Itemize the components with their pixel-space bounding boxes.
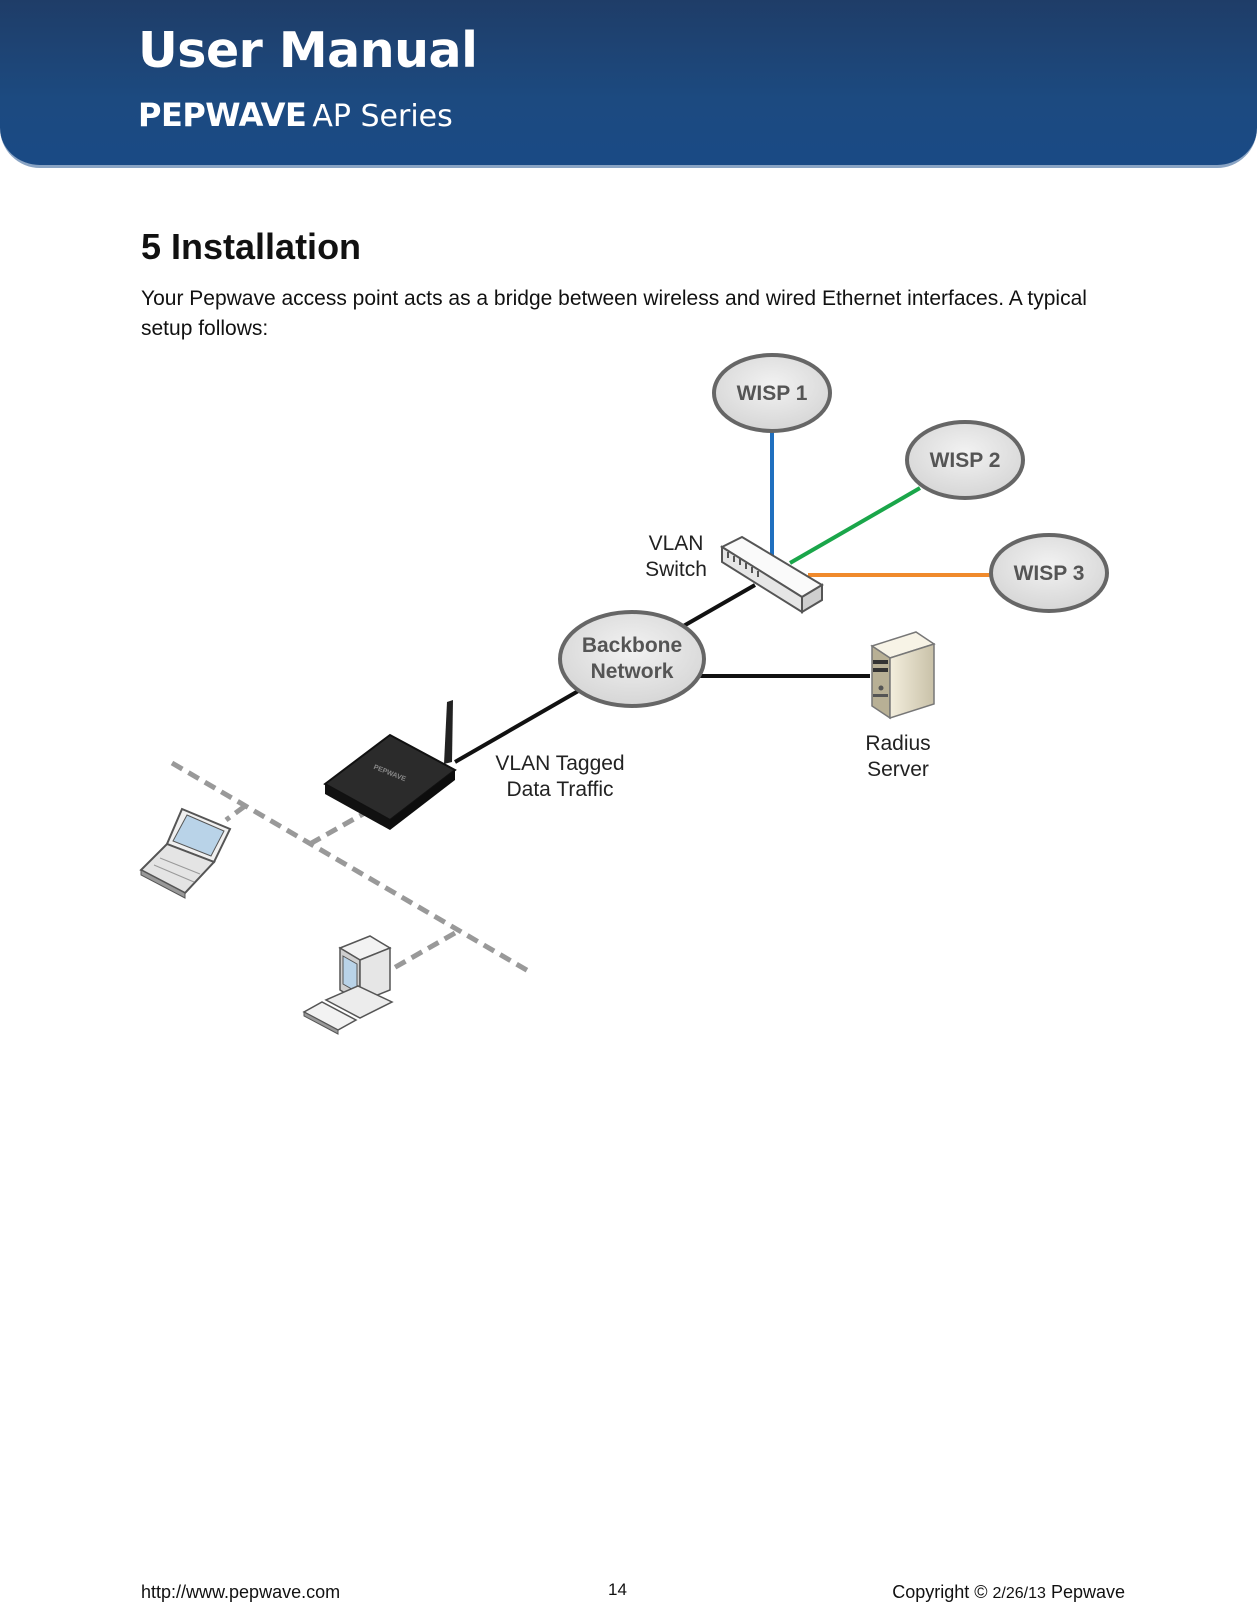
section-title: 5 Installation bbox=[141, 226, 362, 267]
radius-label-line2: Server bbox=[867, 758, 929, 781]
vlan-switch-label-line2: Switch bbox=[645, 558, 707, 581]
wireless-ap-link bbox=[306, 807, 372, 848]
wireless-backbone-line bbox=[170, 760, 532, 975]
network-diagram: WISP 1 WISP 2 WISP 3 VLAN Switch Backbon… bbox=[139, 353, 1109, 1035]
radius-server-icon bbox=[870, 631, 936, 720]
backbone-ap-link bbox=[454, 688, 581, 764]
intro-paragraph: Your Pepwave access point acts as a brid… bbox=[141, 287, 1087, 340]
switch-backbone-link bbox=[679, 583, 756, 630]
footer-copyright-suffix: Pepwave bbox=[1050, 1582, 1125, 1602]
header-series: AP Series bbox=[312, 99, 453, 134]
wisp2-node: WISP 2 bbox=[905, 420, 1025, 500]
wireless-desktop-link bbox=[383, 930, 457, 976]
footer-copyright: Copyright © 2/26/13 Pepwave bbox=[892, 1582, 1125, 1603]
footer-page-number: 14 bbox=[608, 1580, 627, 1599]
header-brand: PEPWAVE bbox=[138, 96, 307, 134]
backbone-node: Backbone Network bbox=[558, 610, 706, 708]
vlan-tagged-label-line2: Data Traffic bbox=[507, 778, 614, 801]
wisp3-label: WISP 3 bbox=[1014, 562, 1085, 585]
access-point-icon: PEPWAVE bbox=[323, 700, 457, 830]
vlan-switch-icon bbox=[719, 535, 824, 614]
wisp2-label: WISP 2 bbox=[930, 449, 1001, 472]
laptop-icon bbox=[139, 807, 232, 899]
radius-label-line1: Radius bbox=[865, 732, 930, 755]
footer-url[interactable]: http://www.pepwave.com bbox=[141, 1582, 341, 1602]
header-title: User Manual bbox=[138, 22, 478, 79]
wisp2-link bbox=[789, 486, 921, 565]
wisp1-node: WISP 1 bbox=[712, 353, 832, 433]
desktop-computer-icon bbox=[302, 935, 394, 1035]
footer-copyright-prefix: Copyright © bbox=[892, 1582, 988, 1602]
wireless-laptop-link bbox=[224, 803, 247, 823]
footer-date: 2/26/13 bbox=[992, 1585, 1046, 1602]
wisp3-node: WISP 3 bbox=[989, 533, 1109, 613]
wisp1-label: WISP 1 bbox=[737, 382, 808, 405]
vlan-tagged-label-line1: VLAN Tagged bbox=[495, 752, 624, 775]
backbone-label-line1: Backbone bbox=[582, 634, 682, 657]
backbone-label-line2: Network bbox=[591, 660, 674, 683]
vlan-switch-label-line1: VLAN bbox=[649, 532, 704, 555]
